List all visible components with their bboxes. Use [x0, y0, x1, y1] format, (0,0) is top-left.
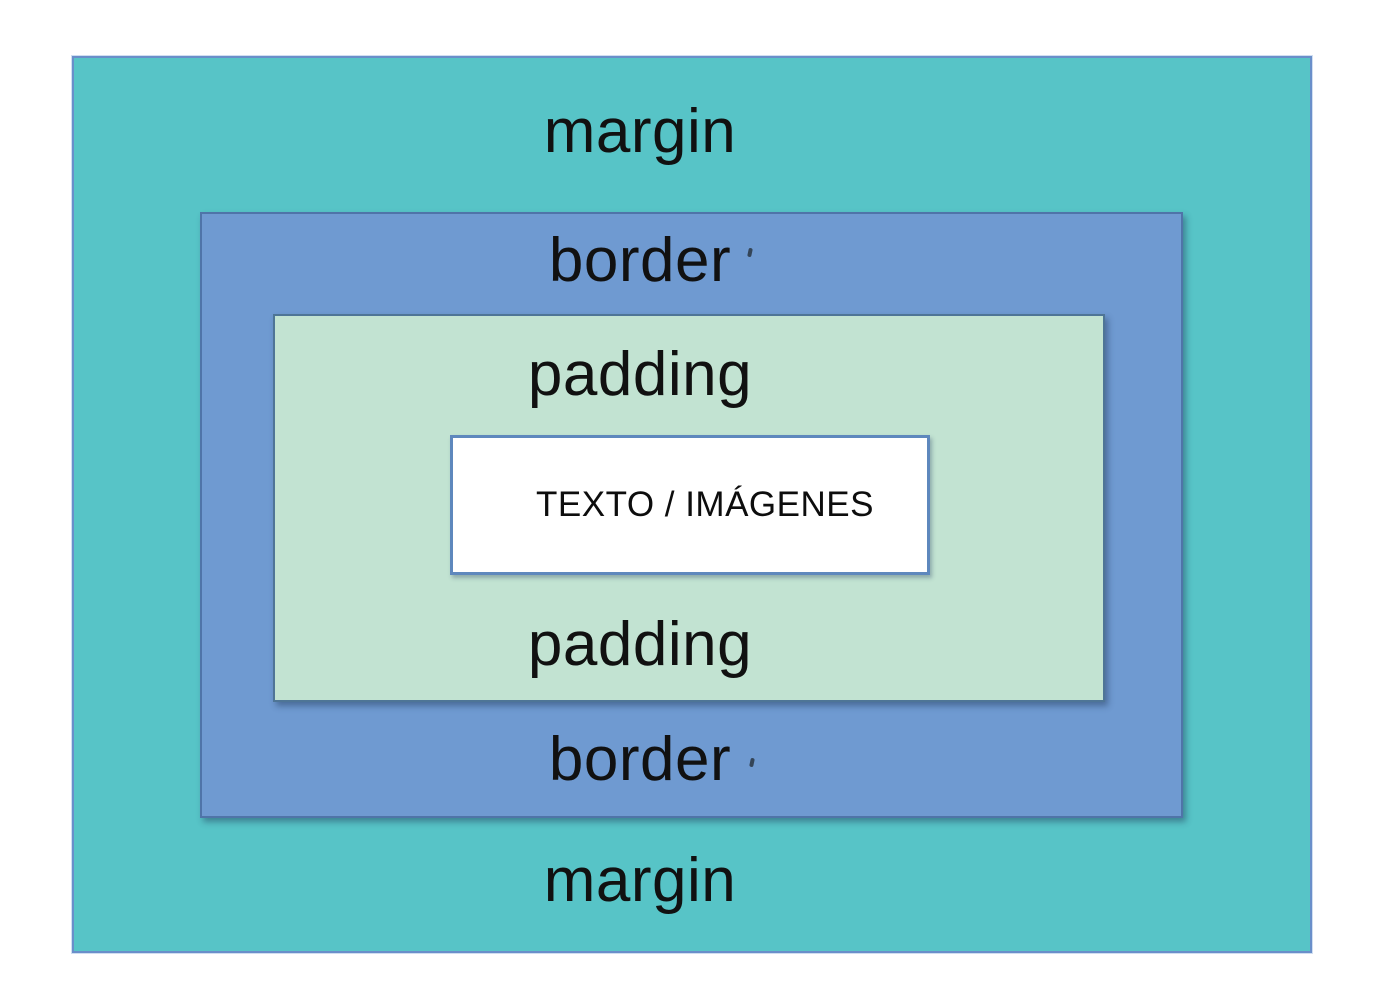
- padding-box: [273, 314, 1105, 702]
- content-box: [450, 435, 930, 575]
- margin-box: [72, 56, 1312, 953]
- border-box: [200, 212, 1183, 818]
